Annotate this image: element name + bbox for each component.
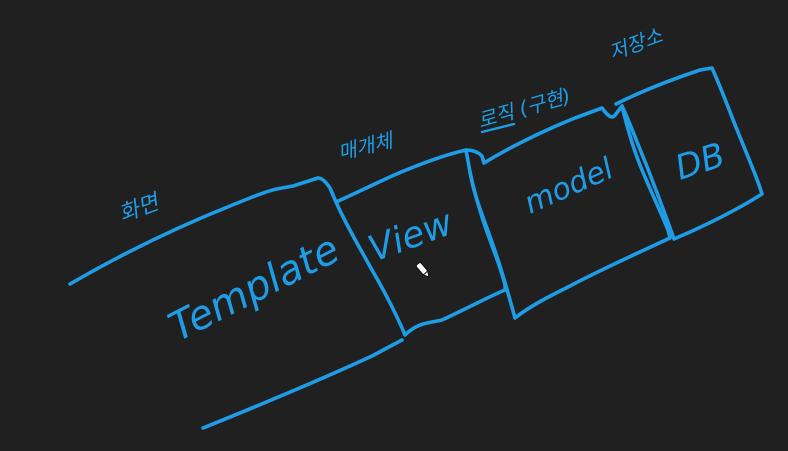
view-label: View: [363, 202, 459, 270]
view-annotation: 매개체: [335, 128, 397, 165]
template-label: Template: [162, 226, 347, 351]
model-box: [464, 104, 672, 320]
pen-cursor-icon: [415, 262, 430, 278]
db-annotation: 저장소: [606, 23, 667, 65]
db-label: DB: [670, 135, 729, 188]
db-box: [614, 66, 764, 241]
model-label: model: [519, 151, 619, 221]
template-annotation: 화면: [116, 189, 165, 227]
template-bottom-edge: [201, 338, 404, 430]
template-top-edge: [68, 176, 320, 286]
model-annotation-underline: [480, 122, 516, 134]
